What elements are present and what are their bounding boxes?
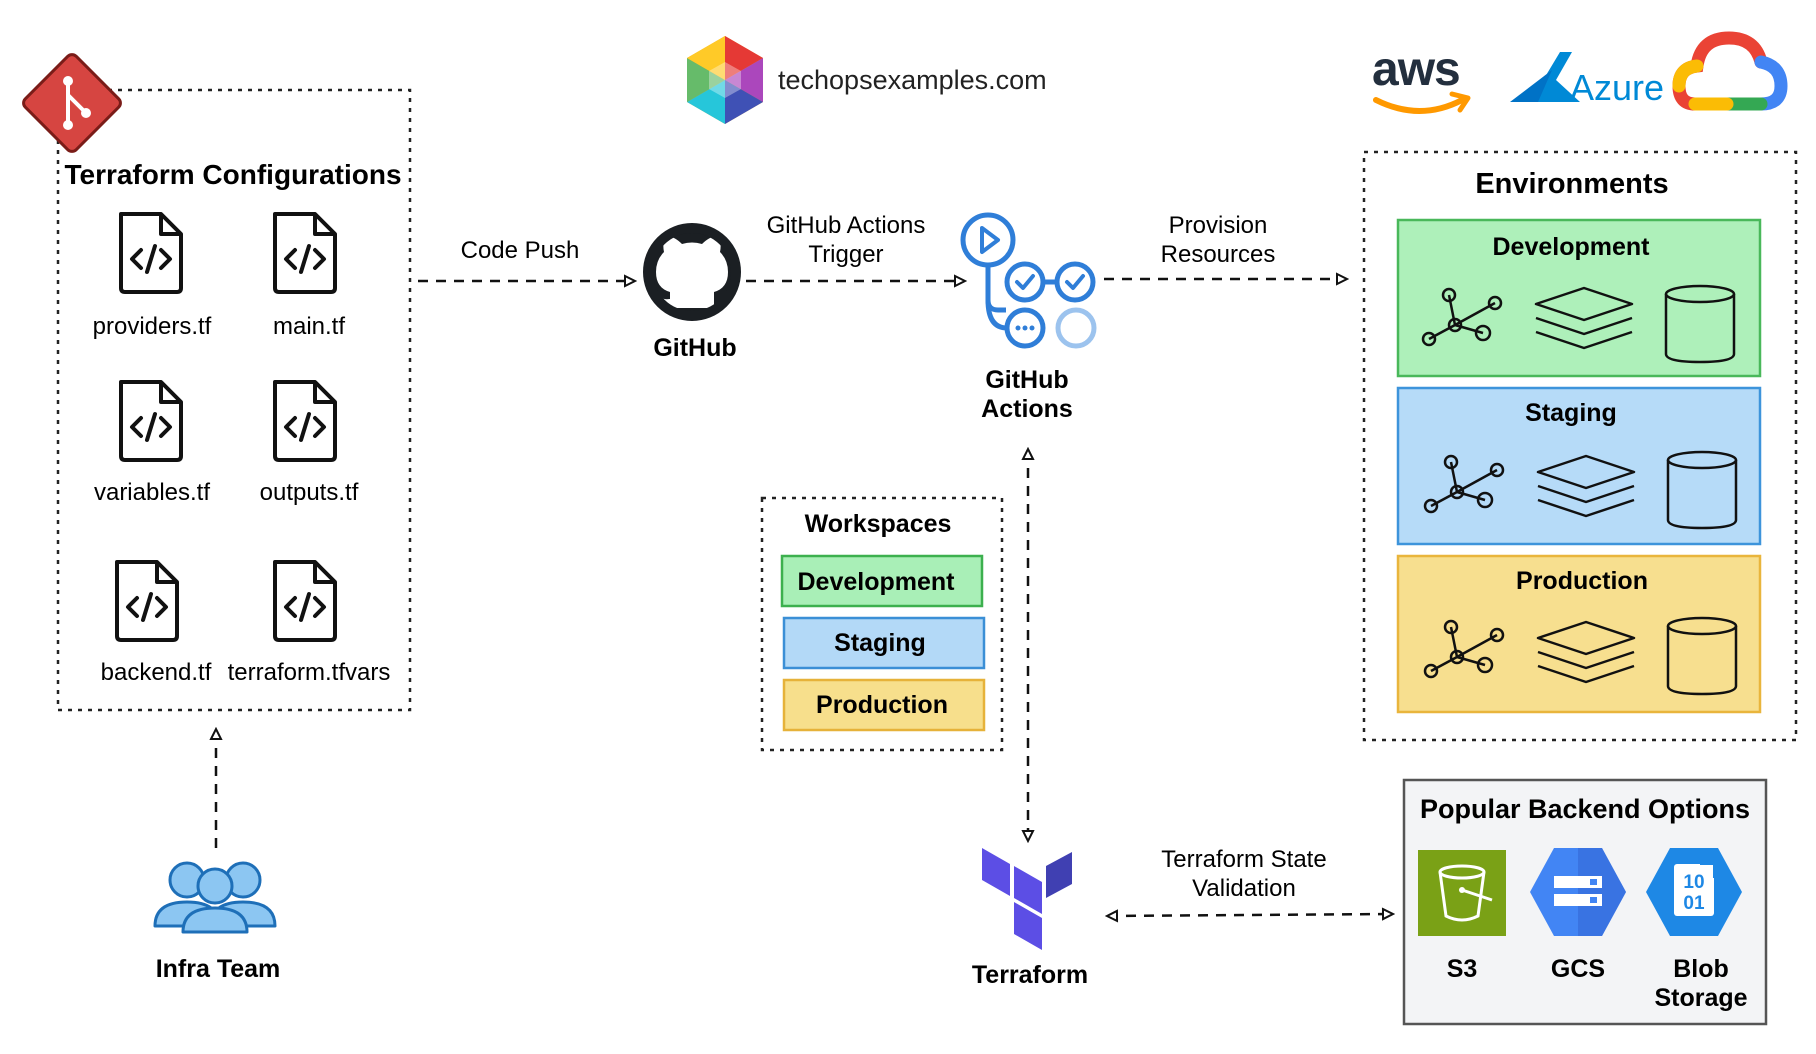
workspace-development[interactable] bbox=[780, 554, 984, 608]
env-label: Development bbox=[1493, 233, 1651, 261]
env-label: Production bbox=[1516, 567, 1648, 595]
workspaces-title: Workspaces bbox=[805, 510, 952, 538]
aws-smile-icon bbox=[1373, 97, 1465, 114]
workspace-staging[interactable] bbox=[782, 616, 986, 670]
workspaces-box bbox=[760, 496, 1004, 752]
backends-title: Popular Backend Options bbox=[1420, 794, 1750, 824]
file-code-icon[interactable] bbox=[273, 212, 337, 294]
backend-label-line2: Storage bbox=[1654, 984, 1747, 1012]
git-icon bbox=[22, 53, 122, 153]
site-name[interactable]: techopsexamples.com bbox=[778, 65, 1047, 95]
team-label: Infra Team bbox=[156, 955, 281, 983]
file-code-icon[interactable] bbox=[273, 380, 337, 462]
config-title: Terraform Configurations bbox=[64, 159, 401, 190]
file-code-icon[interactable] bbox=[273, 560, 337, 642]
team-icon bbox=[153, 861, 277, 934]
blob-storage-icon[interactable]: 10 01 bbox=[1646, 848, 1742, 936]
file-code-icon[interactable] bbox=[119, 380, 183, 462]
workspace-label: Production bbox=[816, 691, 948, 719]
file-label: variables.tf bbox=[94, 479, 210, 506]
state-label-line1: Terraform State bbox=[1161, 846, 1326, 873]
file-code-icon[interactable] bbox=[119, 212, 183, 294]
github-actions-icon[interactable] bbox=[960, 212, 1097, 349]
github-label: GitHub bbox=[653, 334, 736, 362]
trigger-label-line1: GitHub Actions bbox=[767, 212, 926, 239]
env-development[interactable] bbox=[1396, 218, 1762, 378]
aws-logo: aws bbox=[1372, 43, 1471, 114]
file-label: providers.tf bbox=[93, 313, 212, 340]
github-icon[interactable] bbox=[643, 223, 741, 321]
blob-icon-text-1: 10 bbox=[1683, 872, 1704, 893]
state-label-line2: Validation bbox=[1192, 875, 1296, 902]
blob-icon-text-2: 01 bbox=[1683, 893, 1705, 914]
environments-title: Environments bbox=[1475, 168, 1668, 200]
config-box bbox=[56, 88, 412, 712]
actions-label-line2: Actions bbox=[981, 395, 1073, 423]
file-label: outputs.tf bbox=[260, 479, 359, 506]
terraform-label: Terraform bbox=[972, 961, 1088, 989]
azure-text: Azure bbox=[1570, 67, 1664, 108]
backend-label: S3 bbox=[1447, 955, 1478, 983]
file-label: backend.tf bbox=[101, 659, 212, 686]
code-push-label: Code Push bbox=[461, 237, 580, 264]
file-label: terraform.tfvars bbox=[228, 659, 391, 686]
azure-logo: Azure bbox=[1510, 52, 1664, 108]
workspace-production[interactable] bbox=[782, 678, 986, 732]
backend-label: GCS bbox=[1551, 955, 1605, 983]
workspace-label: Staging bbox=[834, 629, 926, 657]
file-code-icon[interactable] bbox=[115, 560, 179, 642]
backend-label-line1: Blob bbox=[1673, 955, 1729, 983]
state-validation-arrow bbox=[1108, 914, 1392, 916]
actions-label-line1: GitHub bbox=[985, 366, 1068, 394]
terraform-icon[interactable] bbox=[982, 848, 1072, 950]
env-staging[interactable] bbox=[1396, 386, 1762, 546]
s3-icon[interactable] bbox=[1418, 850, 1506, 936]
provision-label-line2: Resources bbox=[1161, 241, 1276, 268]
aws-text: aws bbox=[1372, 43, 1460, 96]
brand-logo-icon bbox=[687, 36, 763, 124]
file-label: main.tf bbox=[273, 313, 345, 340]
google-cloud-icon bbox=[1672, 31, 1788, 111]
env-label: Staging bbox=[1525, 399, 1617, 427]
gcs-icon[interactable] bbox=[1530, 848, 1626, 936]
trigger-label-line2: Trigger bbox=[808, 241, 883, 268]
provision-label-line1: Provision bbox=[1169, 212, 1268, 239]
workspace-label: Development bbox=[798, 568, 956, 596]
